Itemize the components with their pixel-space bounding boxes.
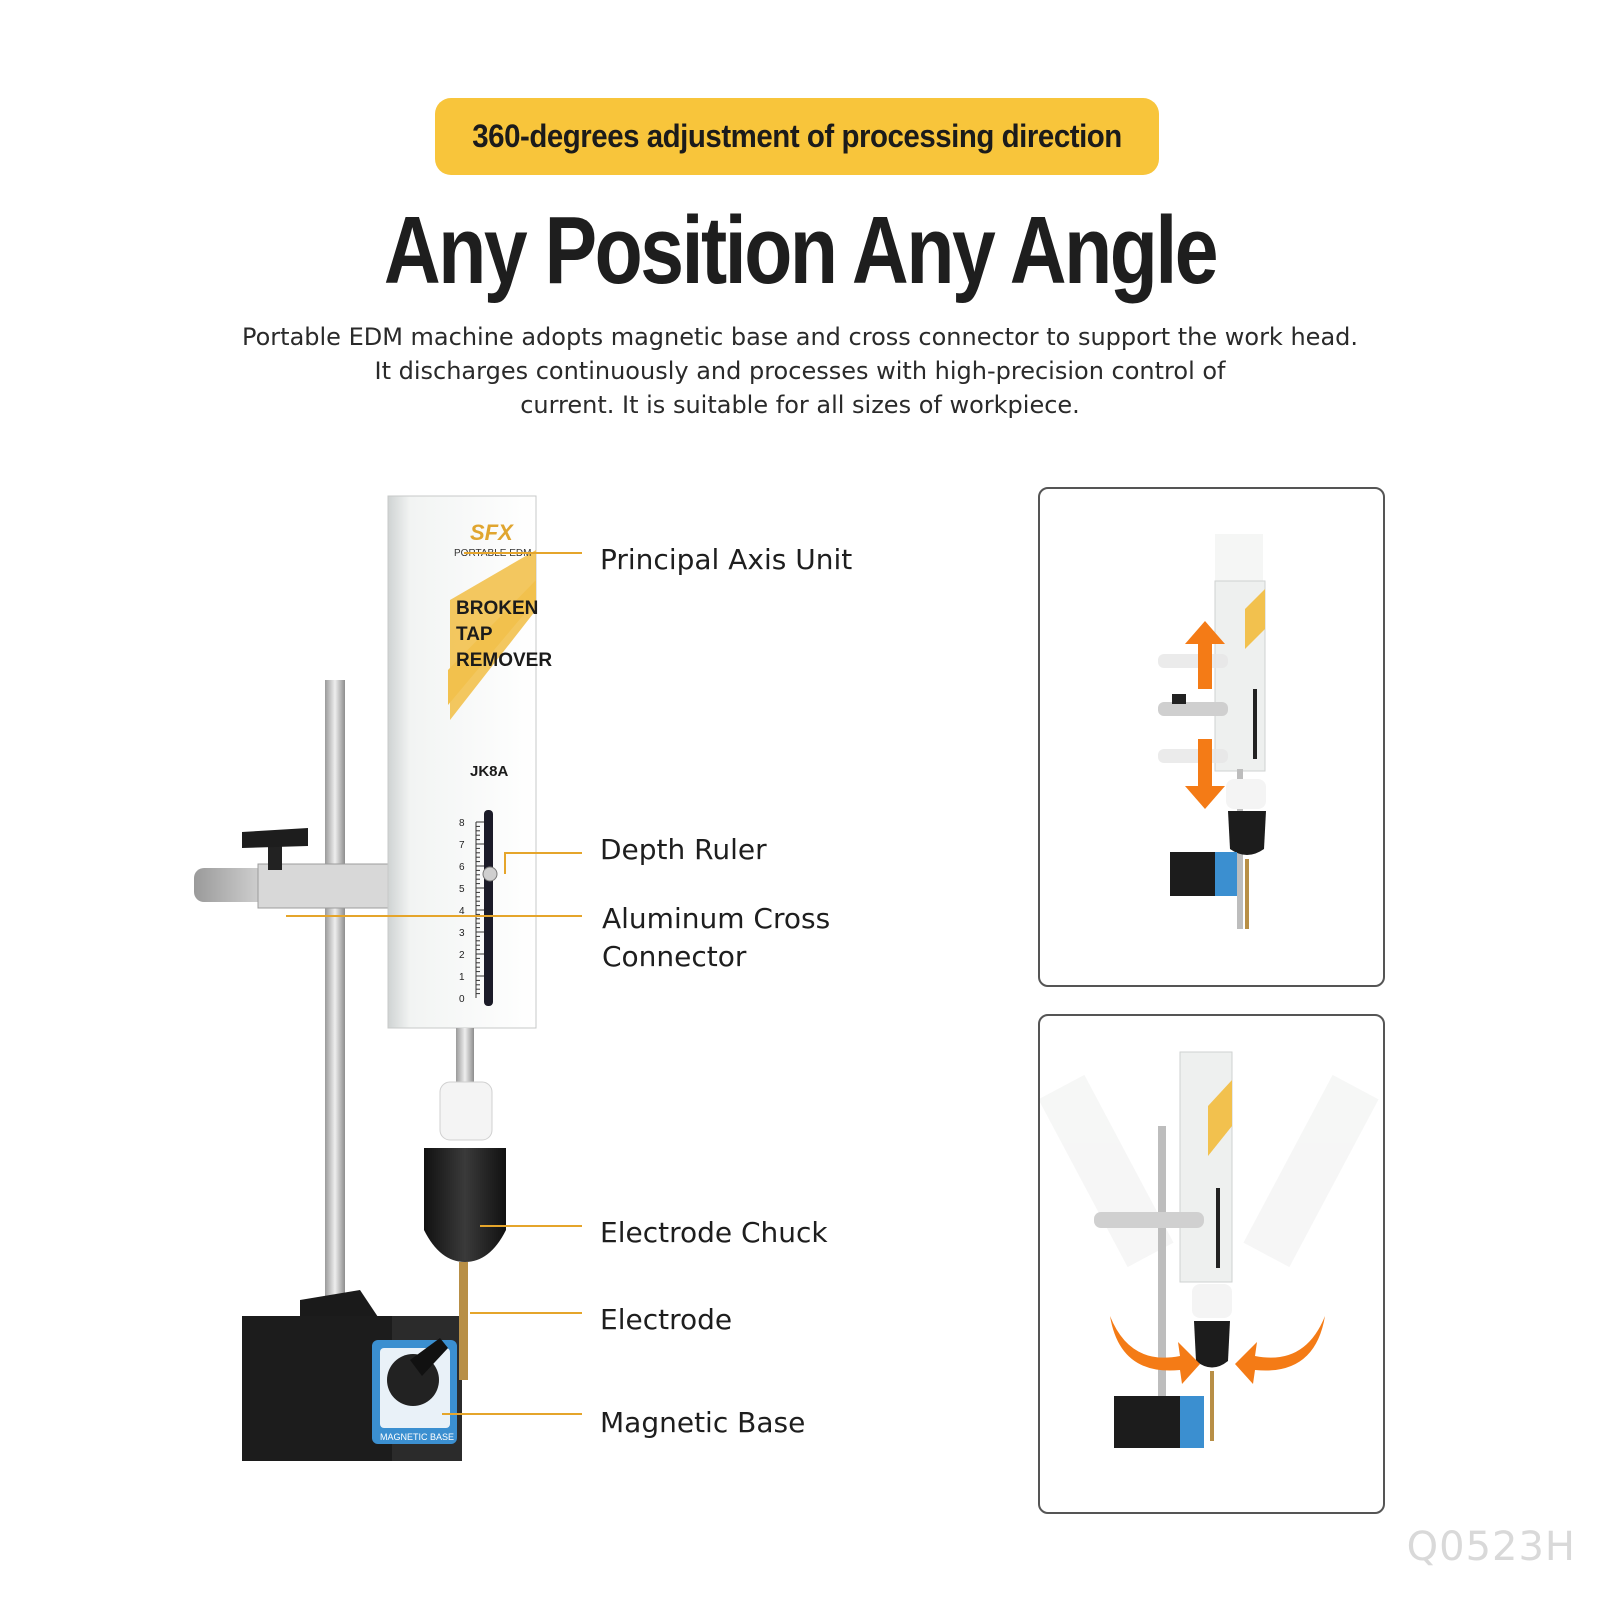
watermark: Q0523H (1406, 1524, 1576, 1570)
ruler-tick-label: 5 (459, 884, 465, 895)
brand-logo: SFX (470, 520, 514, 545)
support-rod (325, 680, 345, 1320)
spindle (456, 1028, 474, 1092)
ruler-tick-label: 7 (459, 840, 465, 851)
ruler-tick-label: 3 (459, 928, 465, 939)
insulator (439, 1081, 493, 1141)
ruler-scale: 8 7 6 5 4 3 2 1 0 (459, 818, 484, 1005)
headline: Any Position Any Angle (383, 197, 1219, 304)
electrode-rod (459, 1262, 468, 1380)
callout-magnetic-base: Magnetic Base (600, 1406, 806, 1439)
rotate-right-arrow-icon (1235, 1316, 1325, 1384)
banner-text: 360-degrees adjustment of processing dir… (472, 118, 1122, 154)
callout-principal-axis-unit: Principal Axis Unit (600, 543, 853, 576)
callout-line: Connector (602, 940, 747, 973)
ruler-tick-label: 8 (459, 818, 465, 829)
ruler-tick-label: 2 (459, 950, 465, 961)
ruler-tick-label: 0 (459, 994, 465, 1005)
description-line-3: current. It is suitable for all sizes of… (520, 391, 1080, 419)
panel-angle-adjustment (1038, 1014, 1385, 1514)
model-label: JK8A (470, 763, 509, 780)
callout-electrode-chuck: Electrode Chuck (600, 1216, 828, 1249)
rotate-left-arrow-icon (1110, 1316, 1200, 1384)
callout-line: Aluminum Cross (602, 902, 831, 935)
product-line-2: TAP (456, 624, 493, 645)
magnetic-base-block: MAGNETIC BASE (242, 1290, 462, 1461)
base-label: MAGNETIC BASE (380, 1432, 454, 1442)
ruler-tick-label: 4 (459, 906, 465, 917)
product-illustration: MAGNETIC BASE SFX PORTABLE EDM BROKEN TA… (194, 495, 552, 1461)
callout-aluminum-cross-connector: Aluminum Cross Connector (602, 900, 830, 976)
callout-electrode: Electrode (600, 1303, 733, 1336)
callout-depth-ruler: Depth Ruler (600, 833, 767, 866)
ruler-tick-label: 1 (459, 972, 465, 983)
top-banner: 360-degrees adjustment of processing dir… (435, 98, 1159, 175)
product-line-3: REMOVER (456, 650, 552, 671)
panel-vertical-adjustment (1038, 487, 1385, 987)
description-line-2: It discharges continuously and processes… (374, 357, 1226, 385)
principal-axis-housing: SFX PORTABLE EDM BROKEN TAP REMOVER JK8A… (387, 495, 552, 1029)
up-arrow-icon (1185, 621, 1225, 689)
ruler-tick-label: 6 (459, 862, 465, 873)
description-line-1: Portable EDM machine adopts magnetic bas… (241, 323, 1359, 351)
down-arrow-icon (1185, 739, 1225, 809)
electrode-chuck-body (424, 1148, 506, 1262)
product-line-1: BROKEN (456, 598, 538, 619)
description: Portable EDM machine adopts magnetic bas… (200, 320, 1400, 422)
